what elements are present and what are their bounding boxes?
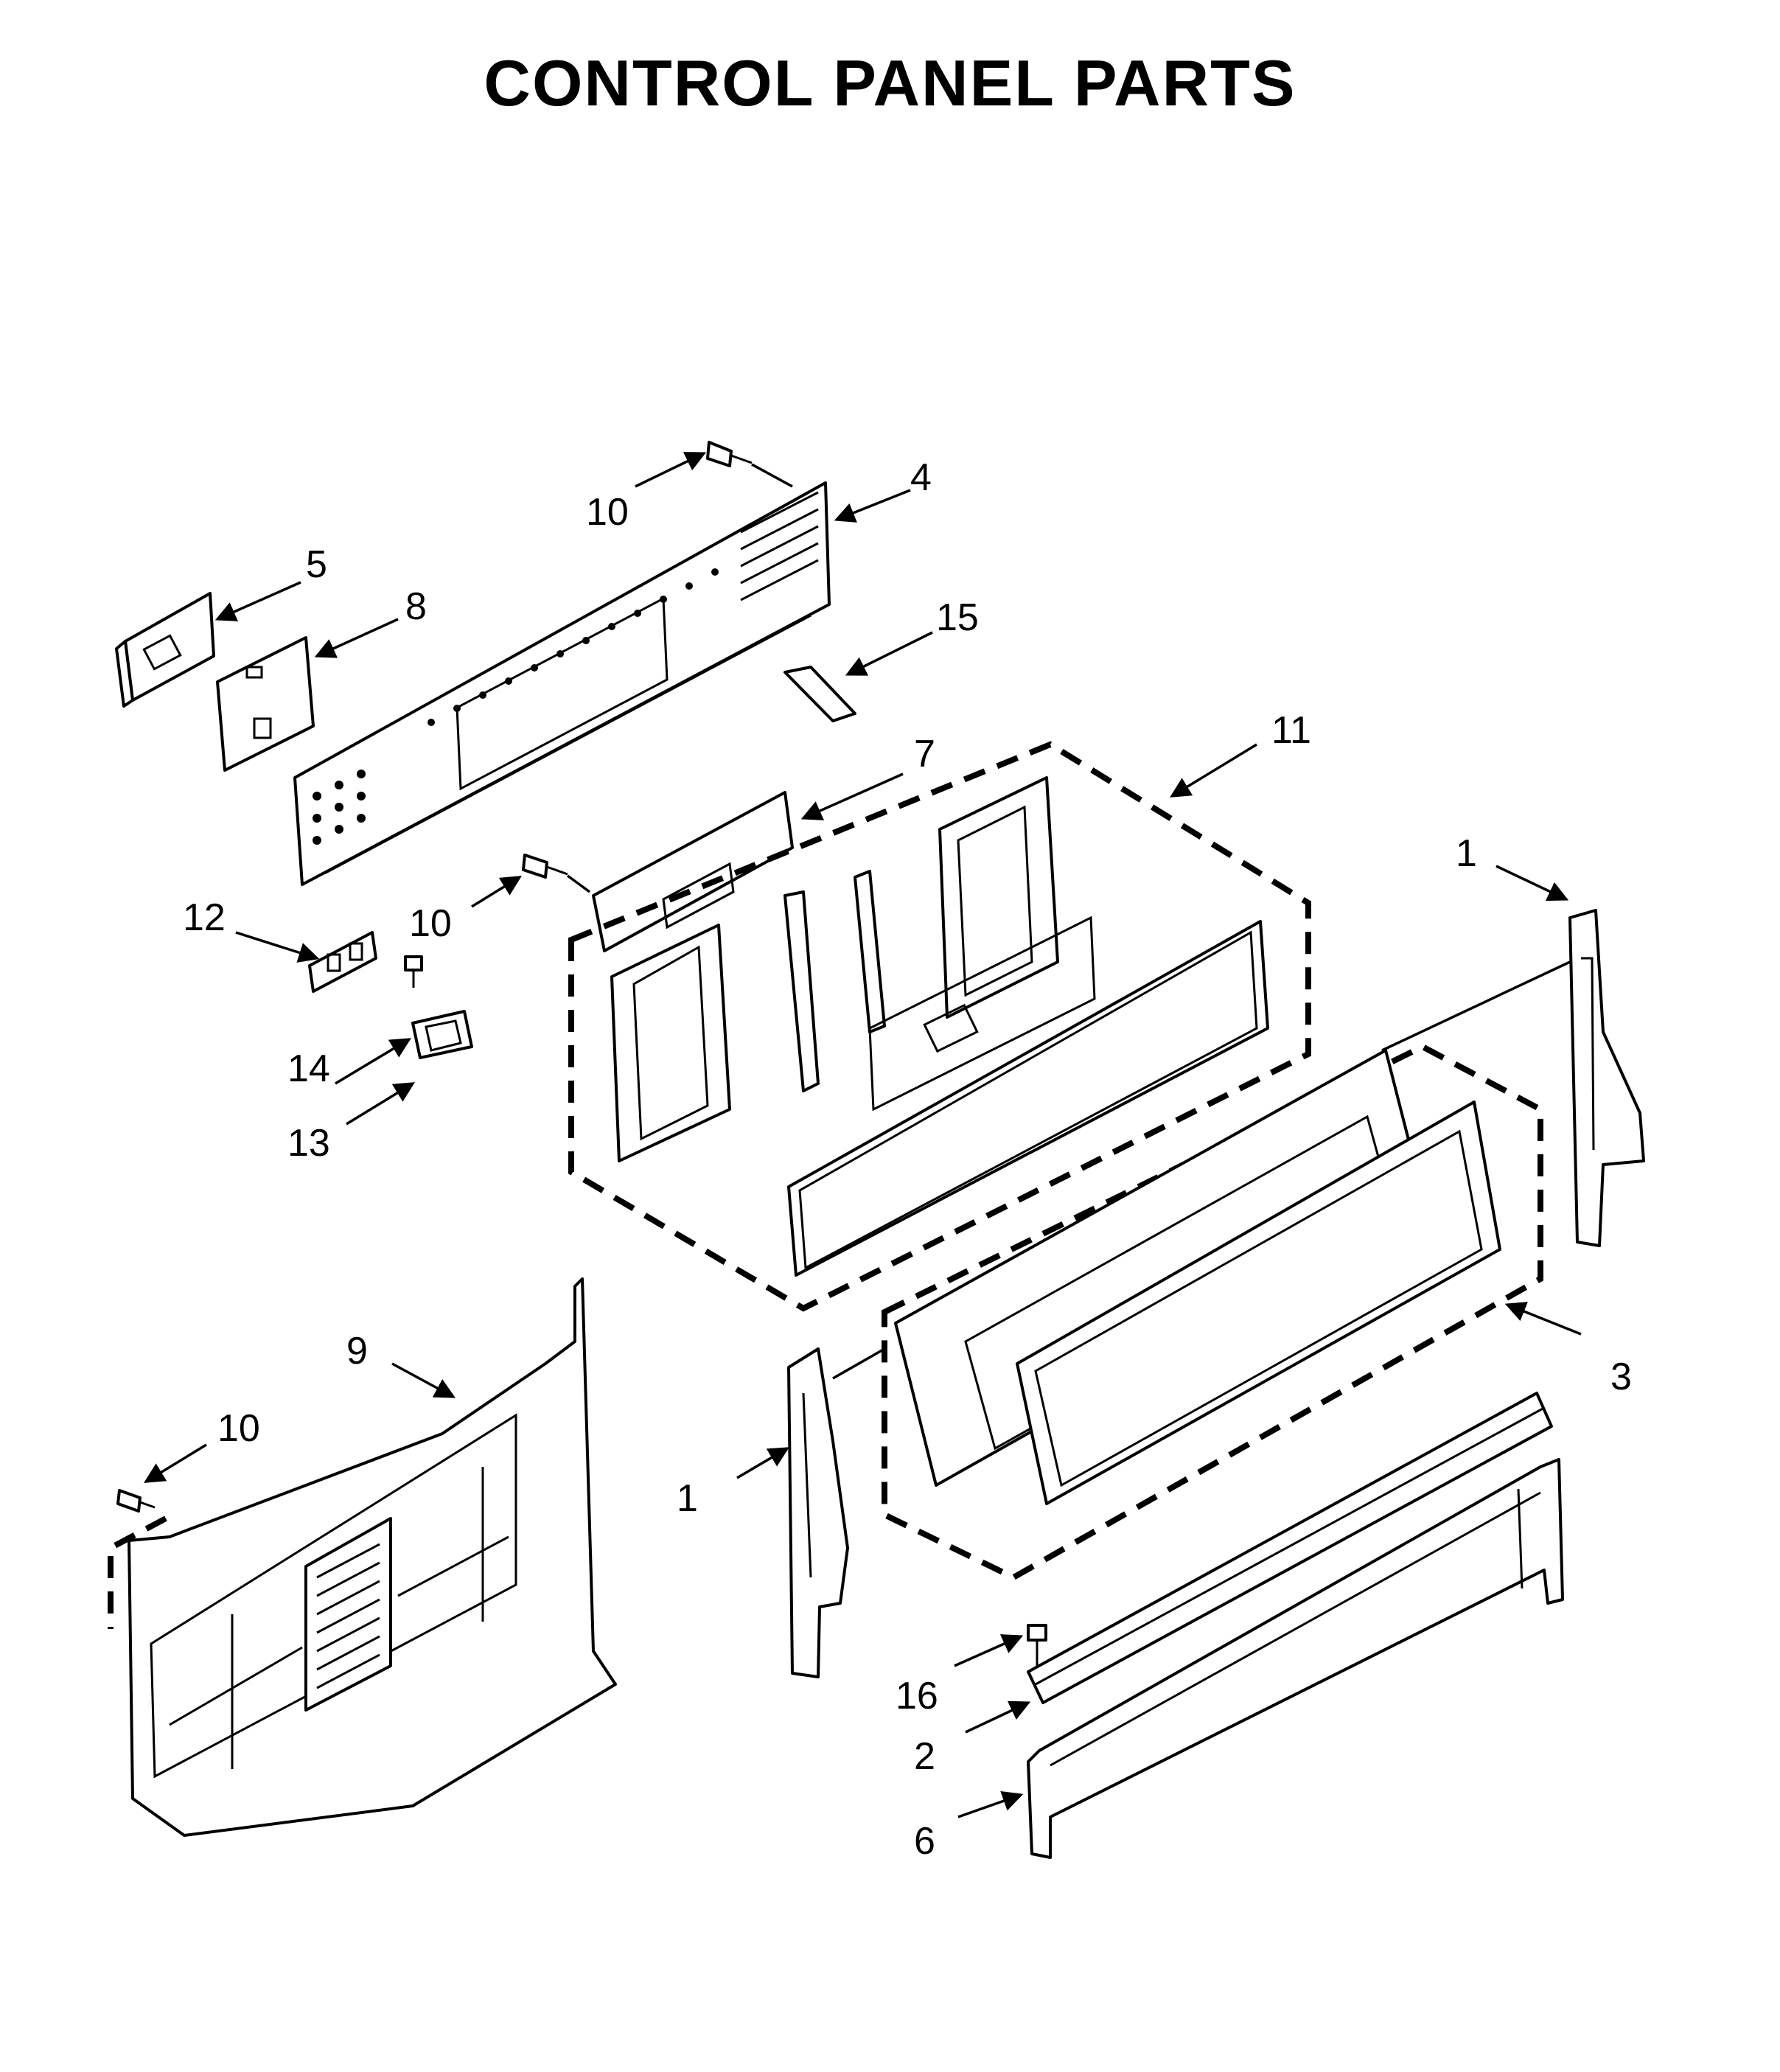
end-cap-right-part: [1381, 909, 1645, 1247]
screw-small-part: [404, 955, 423, 988]
callout-12: 12: [183, 896, 226, 939]
control-board-part: [115, 592, 215, 708]
back-panel-part: [108, 1277, 617, 1837]
callout-14: 14: [287, 1047, 330, 1090]
rear-panel-part: [293, 481, 831, 886]
screw-middle-part: [522, 854, 591, 893]
end-cap-left-part: [787, 1347, 885, 1678]
callout-5: 4: [910, 456, 932, 499]
callout-15: 15: [936, 596, 979, 639]
screw-top-part: [706, 441, 793, 488]
callout-13: 13: [287, 1122, 330, 1165]
display-board-part: [592, 791, 794, 952]
console-assembly-part: [568, 741, 1311, 1312]
callout-7: 7: [914, 733, 935, 775]
screw-left-part: [116, 1489, 156, 1513]
terminal-bracket-part: [411, 1010, 473, 1059]
callout-1-right: 1: [1456, 832, 1477, 875]
board-bracket-part: [216, 636, 315, 772]
screw-lower-part: [1027, 1624, 1047, 1667]
callout-2: 2: [914, 1735, 935, 1778]
callout-1-left: 1: [677, 1477, 698, 1520]
callout-11: 11: [1271, 709, 1311, 752]
lower-support-part: [1027, 1458, 1564, 1859]
lower-bracket-part: [1027, 1392, 1553, 1704]
callout-3: 3: [1610, 1356, 1632, 1398]
callout-10-top: 10: [586, 491, 629, 534]
callout-6: 6: [914, 1820, 935, 1863]
leader-arrows: [144, 452, 1582, 1818]
trim-assembly-part: [882, 1043, 1543, 1581]
callout-10-middle: 10: [409, 902, 452, 945]
callout-9: 9: [346, 1330, 368, 1372]
callout-4: 5: [306, 543, 327, 586]
callout-16: 16: [896, 1675, 938, 1717]
callout-10-left: 10: [217, 1407, 260, 1450]
callout-labels: 10 4 5 8 15 11 7 1 12 10 14 13 3 9 10 1 …: [183, 456, 1632, 1863]
clip-part: [783, 666, 856, 722]
callout-8: 8: [405, 585, 427, 628]
page-title: CONTROL PANEL PARTS: [484, 46, 1296, 119]
terminal-block-part: [308, 931, 377, 993]
